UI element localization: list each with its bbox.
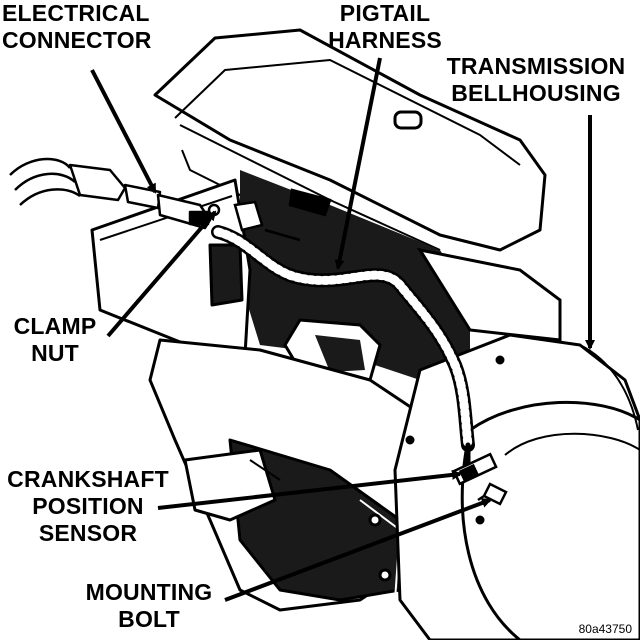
- label-clamp-nut-line1: CLAMP: [13, 313, 97, 339]
- bellhousing: [393, 333, 640, 640]
- label-transmission-bellhousing-line2: BELLHOUSING: [451, 80, 621, 106]
- callout-arrows: [90, 57, 595, 602]
- label-transmission-bellhousing: TRANSMISSION BELLHOUSING: [436, 53, 636, 107]
- arrow-clamp-nut: [106, 210, 217, 338]
- label-electrical-connector: ELECTRICAL CONNECTOR: [2, 0, 152, 54]
- arrow-electrical-connector: [90, 69, 157, 194]
- label-pigtail-harness: PIGTAIL HARNESS: [320, 0, 450, 54]
- engine-cylinder-head: [153, 28, 547, 252]
- label-transmission-bellhousing-line1: TRANSMISSION: [446, 53, 626, 79]
- label-mounting-bolt-line2: BOLT: [118, 606, 180, 632]
- oil-pan: [148, 338, 442, 612]
- label-electrical-connector-line1: ELECTRICAL: [2, 0, 150, 26]
- figure-id: 80a43750: [578, 622, 632, 636]
- label-mounting-bolt: MOUNTING BOLT: [68, 579, 230, 633]
- mounting-bolt-shape: [477, 482, 508, 506]
- label-mounting-bolt-line1: MOUNTING: [85, 579, 213, 605]
- label-crankshaft-line3: SENSOR: [38, 520, 138, 546]
- clamp-nut-shape: [233, 188, 332, 242]
- arrow-pigtail-harness: [334, 57, 382, 270]
- label-crankshaft-line1: CRANKSHAFT: [7, 466, 169, 492]
- label-clamp-nut: CLAMP NUT: [0, 313, 110, 367]
- label-pigtail-harness-line2: HARNESS: [328, 27, 442, 53]
- arrow-crankshaft-sensor: [157, 469, 462, 510]
- arrow-mounting-bolt: [224, 498, 492, 602]
- label-crankshaft-position-sensor: CRANKSHAFT POSITION SENSOR: [0, 466, 176, 547]
- electrical-connector-shape: [9, 157, 221, 230]
- label-crankshaft-line2: POSITION: [32, 493, 144, 519]
- label-electrical-connector-line2: CONNECTOR: [2, 27, 152, 53]
- label-pigtail-harness-line1: PIGTAIL: [339, 0, 431, 26]
- label-clamp-nut-line2: NUT: [31, 340, 79, 366]
